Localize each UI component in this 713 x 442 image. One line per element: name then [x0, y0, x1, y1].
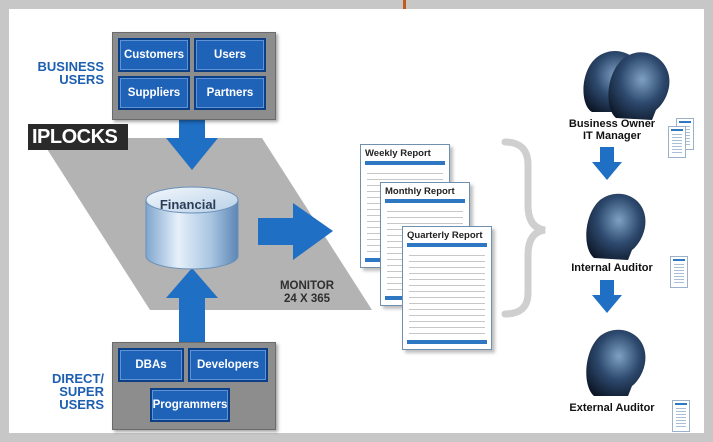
arrow-right-to-reports	[258, 203, 333, 260]
quarterly-report-footer-bar	[407, 340, 487, 344]
arrow-up-to-database	[166, 268, 218, 345]
direct-users-label: DIRECT/ SUPER USERS	[22, 372, 104, 411]
grouping-brace	[501, 138, 546, 318]
quarterly-report-doc: Quarterly Report	[402, 226, 492, 350]
direct-users-label-line2: SUPER	[59, 384, 104, 399]
quarterly-report-lines	[409, 255, 485, 335]
internal-report-small-icon	[670, 256, 688, 288]
financial-database-cylinder	[145, 186, 239, 270]
monitor-label: MONITOR 24 X 365	[262, 280, 352, 306]
monitor-line2: 24 X 365	[283, 293, 331, 305]
external-auditor-head-icon	[586, 329, 646, 396]
arrow-owner-to-internal	[592, 147, 622, 180]
external-auditor-label: External Auditor	[569, 402, 655, 414]
owner-report-small-icon-2	[668, 126, 686, 158]
business-owner-line2: IT Manager	[582, 130, 642, 142]
top-accent-mark	[403, 0, 406, 9]
monitor-line1: MONITOR	[279, 280, 335, 292]
programmers-box: Programmers	[150, 388, 230, 422]
iplocks-logo: IPLOCKS	[28, 124, 128, 150]
quarterly-report-header-bar	[407, 243, 487, 247]
partners-box: Partners	[194, 76, 266, 110]
business-owner-line1: Business Owner	[568, 118, 656, 130]
direct-users-label-line1: DIRECT/	[52, 371, 104, 386]
quarterly-report-title: Quarterly Report	[407, 230, 483, 241]
internal-auditor-head-icon	[586, 193, 646, 260]
monthly-report-header-bar	[385, 199, 465, 203]
arrow-down-to-database	[166, 115, 218, 170]
business-owner-head-icon	[583, 51, 670, 120]
business-users-label-line2: USERS	[59, 72, 104, 87]
users-box: Users	[194, 38, 266, 72]
dbas-box: DBAs	[118, 348, 184, 382]
weekly-report-header-bar	[365, 161, 445, 165]
weekly-report-title: Weekly Report	[365, 148, 431, 159]
arrow-internal-to-external	[592, 280, 622, 313]
external-report-small-icon	[672, 400, 690, 432]
internal-auditor-label: Internal Auditor	[571, 262, 653, 274]
monthly-report-title: Monthly Report	[385, 186, 455, 197]
suppliers-box: Suppliers	[118, 76, 190, 110]
business-owner-label: Business Owner IT Manager	[556, 118, 668, 142]
direct-users-label-line3: USERS	[59, 397, 104, 412]
business-users-label: BUSINESS USERS	[22, 60, 104, 86]
database-label: Financial	[159, 197, 217, 212]
developers-box: Developers	[188, 348, 268, 382]
business-users-label-line1: BUSINESS	[37, 59, 104, 74]
customers-box: Customers	[118, 38, 190, 72]
